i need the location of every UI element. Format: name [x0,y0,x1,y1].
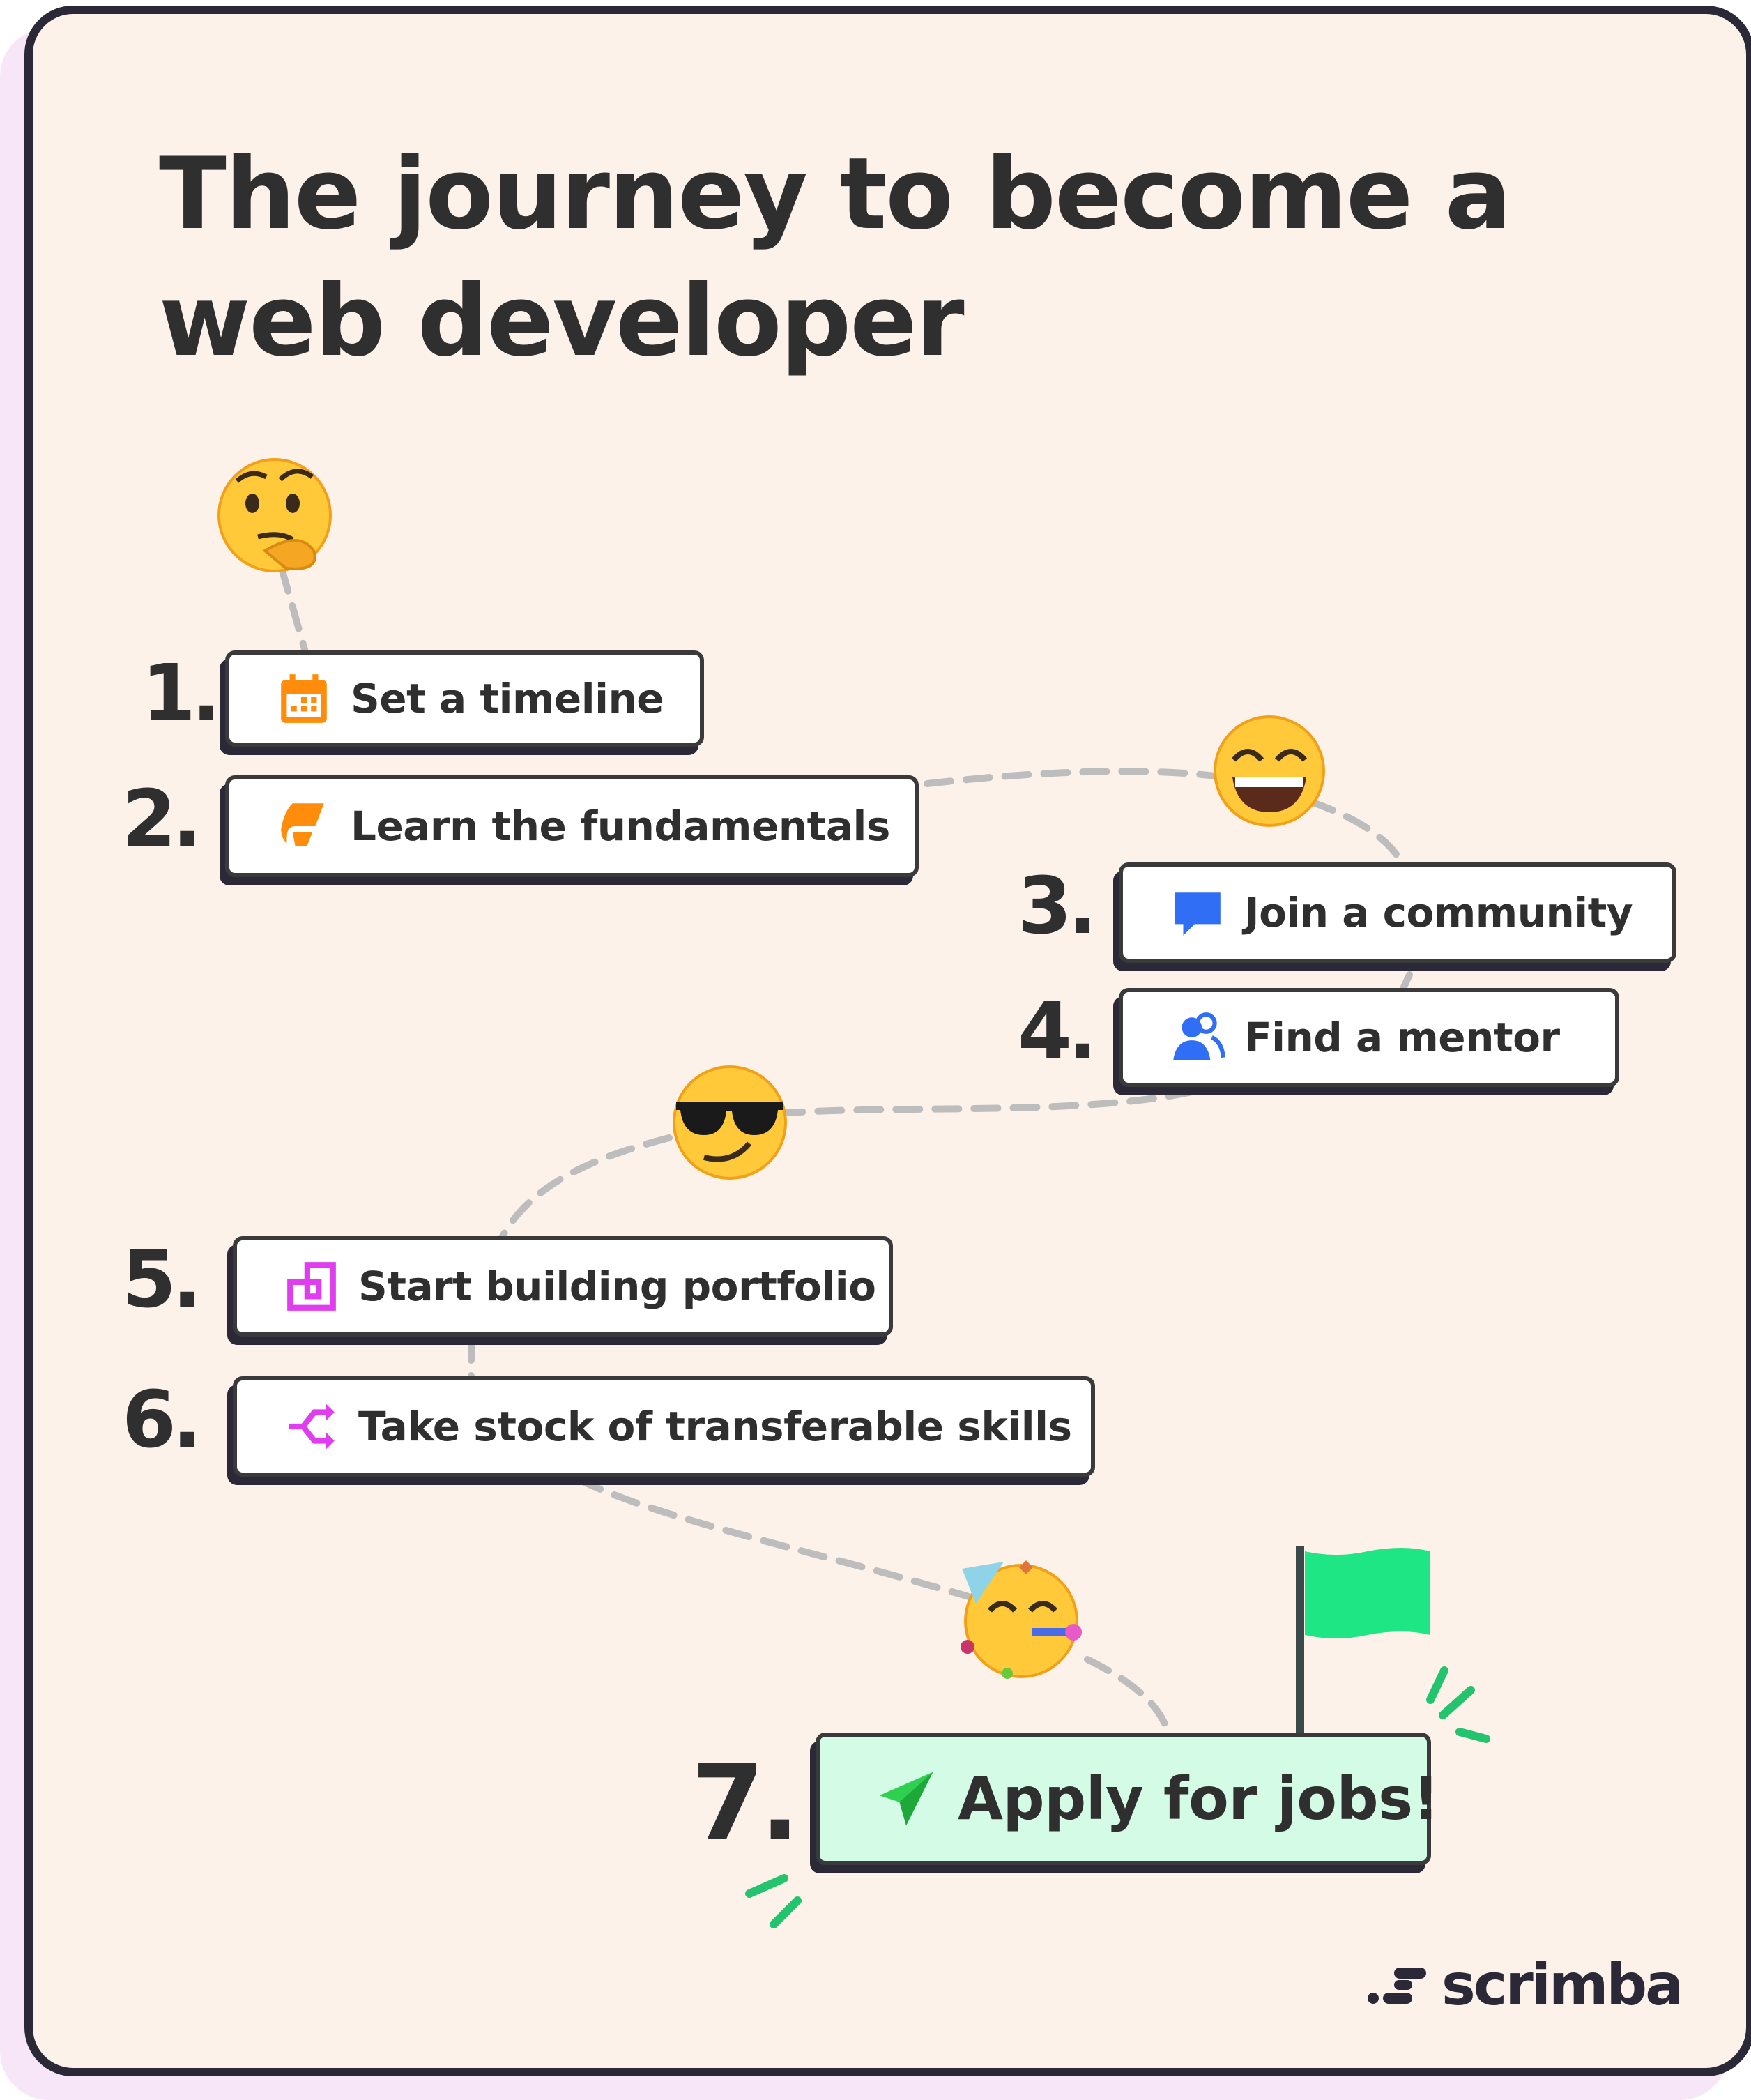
blocks-icon [287,1262,336,1311]
finish-flag-icon [1296,1546,1430,1735]
step-4-find-mentor: Find a mentor [1119,988,1619,1087]
logo-text: scrimba [1442,1952,1683,2018]
step-1-set-timeline: Set a timeline [225,650,704,747]
step-label: Find a mentor [1244,1014,1560,1061]
book-hand-icon [281,803,324,846]
step-3-join-community: Join a community [1119,862,1676,963]
step-label: Join a community [1244,889,1633,936]
step-5-start-portfolio: Start building portfolio [233,1236,893,1337]
scrimba-logo: scrimba [1366,1952,1683,2018]
step-6-number: 6. [122,1375,202,1466]
chat-bubble-icon [1175,892,1221,936]
step-5-number: 5. [122,1235,202,1325]
paper-plane-icon [879,1772,933,1826]
step-7-apply-jobs: Apply for jobs! [816,1733,1439,1865]
scrimba-logo-icon [1368,1967,1426,2004]
step-2-learn-fundamentals: Learn the fundamentals [225,775,919,877]
thinking-face-icon [217,458,332,572]
partying-face-icon [961,1560,1082,1679]
step-1-number: 1. [142,648,222,739]
sunglasses-face-icon [673,1065,787,1180]
calendar-icon [281,674,327,723]
title-line-2: web developer [159,264,965,379]
arrows-icon [289,1403,335,1450]
grinning-face-icon [1214,715,1325,827]
sparkle-lines-icon [745,1666,1490,1928]
step-label: Set a timeline [351,675,664,722]
step-label: Take stock of transferable skills [358,1403,1072,1450]
title-line-1: The journey to become a [159,137,1512,252]
step-2-number: 2. [122,774,202,865]
step-label: Learn the fundamentals [351,802,890,850]
people-icon [1173,1012,1225,1060]
step-3-number: 3. [1018,861,1098,952]
step-label: Apply for jobs! [958,1765,1439,1833]
step-6-transferable-skills: Take stock of transferable skills [233,1376,1095,1477]
step-4-number: 4. [1018,987,1098,1077]
page-title: The journey to become a web developer [159,131,1512,385]
step-7-number: 7. [691,1743,800,1864]
step-label: Start building portfolio [358,1263,876,1310]
